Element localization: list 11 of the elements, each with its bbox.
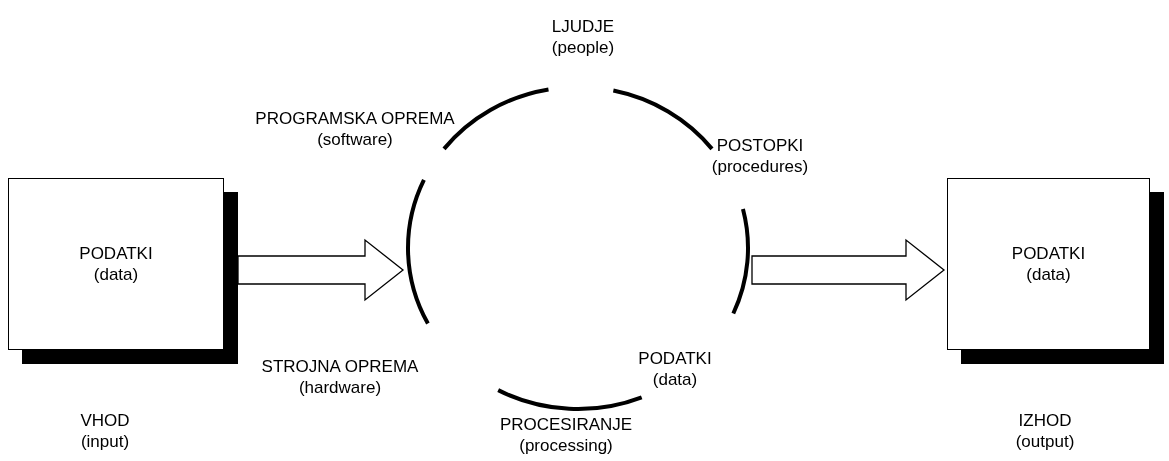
component-label: STROJNA OPREMA (hardware) xyxy=(260,356,420,398)
circle-caption: PROCESIRANJE (processing) xyxy=(498,414,634,456)
component-label: PROGRAMSKA OPREMA (software) xyxy=(254,108,456,150)
node-label: IZHOD (output) xyxy=(1014,410,1076,452)
box-label: PODATKI (data) xyxy=(78,243,154,285)
block-arrow xyxy=(751,238,946,302)
box-label: PODATKI (data) xyxy=(1010,243,1087,285)
component-label: PODATKI (data) xyxy=(637,348,713,390)
node-label: VHOD (input) xyxy=(79,410,131,452)
component-label: LJUDJE (people) xyxy=(550,16,616,58)
component-label: POSTOPKI (procedures) xyxy=(710,135,810,177)
